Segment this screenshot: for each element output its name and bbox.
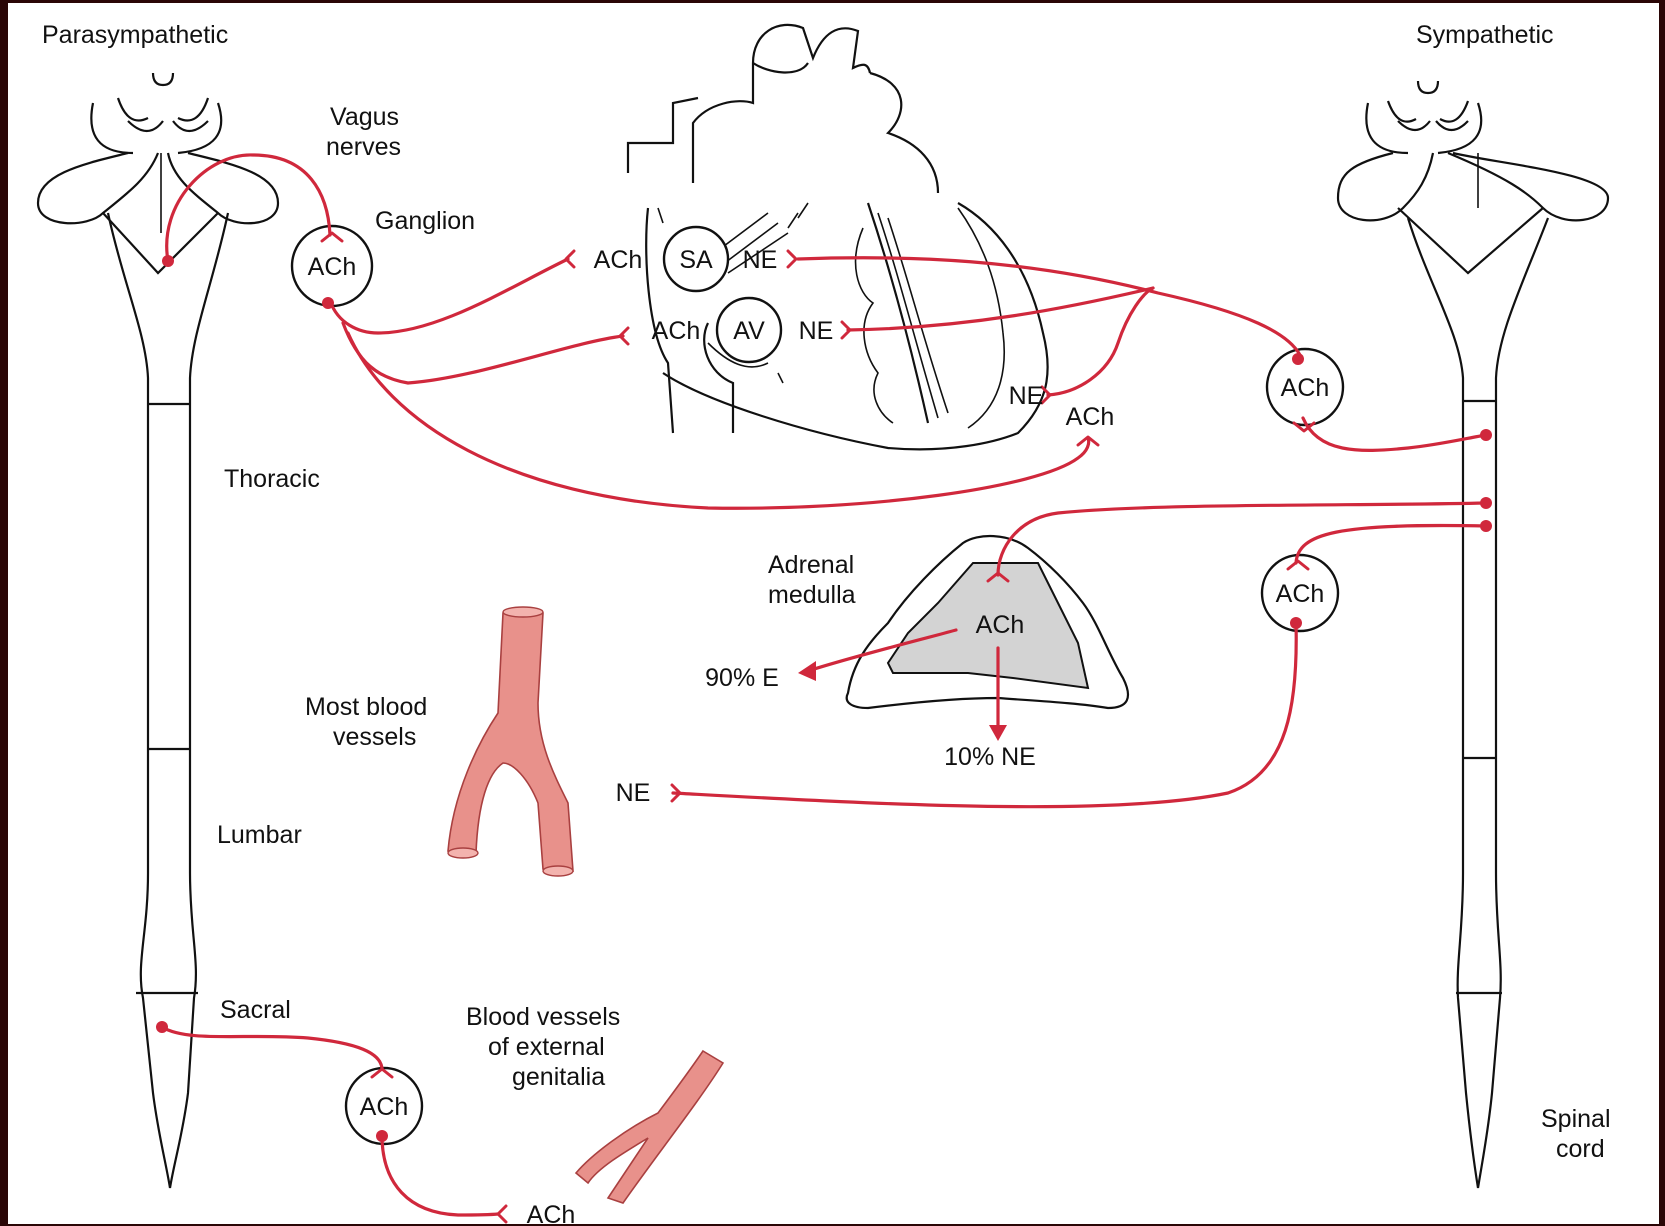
genitalia-ach: ACh bbox=[527, 1201, 576, 1224]
label-cord: cord bbox=[1556, 1135, 1605, 1163]
sa-node-label: SA bbox=[679, 246, 713, 274]
adrenal-90-e: 90% E bbox=[705, 664, 779, 692]
label-lumbar: Lumbar bbox=[217, 821, 302, 849]
ganglion-ach-heart-sympathetic: ACh bbox=[1281, 374, 1330, 402]
ganglion-ach-sacral: ACh bbox=[360, 1093, 409, 1121]
nerve-fibers bbox=[156, 155, 1492, 1215]
label-vagus: Vagus bbox=[330, 103, 399, 131]
label-blood-vessels: Blood vessels bbox=[466, 1003, 620, 1031]
label-adrenal: Adrenal bbox=[768, 551, 854, 579]
sa-ne: NE bbox=[743, 246, 778, 274]
receptor-symbols bbox=[322, 233, 1314, 1222]
label-sacral: Sacral bbox=[220, 996, 291, 1024]
right-spinal-cord bbox=[1338, 81, 1608, 1188]
label-thoracic: Thoracic bbox=[224, 465, 320, 493]
autonomic-heart-diagram: Parasympathetic Sympathetic Vagus nerves… bbox=[8, 3, 1659, 1224]
label-of-external: of external bbox=[488, 1033, 605, 1061]
label-vessels: vessels bbox=[333, 723, 416, 751]
ventricle-ach: ACh bbox=[1066, 403, 1115, 431]
label-parasympathetic: Parasympathetic bbox=[42, 21, 228, 49]
label-genitalia: genitalia bbox=[512, 1063, 605, 1091]
label-most-blood: Most blood bbox=[305, 693, 427, 721]
ganglion-circles bbox=[292, 226, 1343, 1144]
label-spinal: Spinal bbox=[1541, 1105, 1611, 1133]
vessels-ne: NE bbox=[616, 779, 651, 807]
diagram-canvas: Parasympathetic Sympathetic Vagus nerves… bbox=[8, 3, 1659, 1224]
ganglion-ach-vessels-sympathetic: ACh bbox=[1276, 580, 1325, 608]
label-medulla: medulla bbox=[768, 581, 856, 609]
label-sympathetic: Sympathetic bbox=[1416, 21, 1554, 49]
label-nerves: nerves bbox=[326, 133, 401, 161]
ventricle-ne: NE bbox=[1009, 382, 1044, 410]
label-ganglion: Ganglion bbox=[375, 207, 475, 235]
av-ach: ACh bbox=[652, 317, 701, 345]
av-ne: NE bbox=[799, 317, 834, 345]
most-blood-vessels bbox=[448, 607, 573, 876]
sa-ach: ACh bbox=[594, 246, 643, 274]
ganglion-ach-vagus: ACh bbox=[308, 253, 357, 281]
adrenal-ach: ACh bbox=[976, 611, 1025, 639]
av-node-label: AV bbox=[733, 317, 765, 345]
adrenal-10-ne: 10% NE bbox=[944, 743, 1036, 771]
